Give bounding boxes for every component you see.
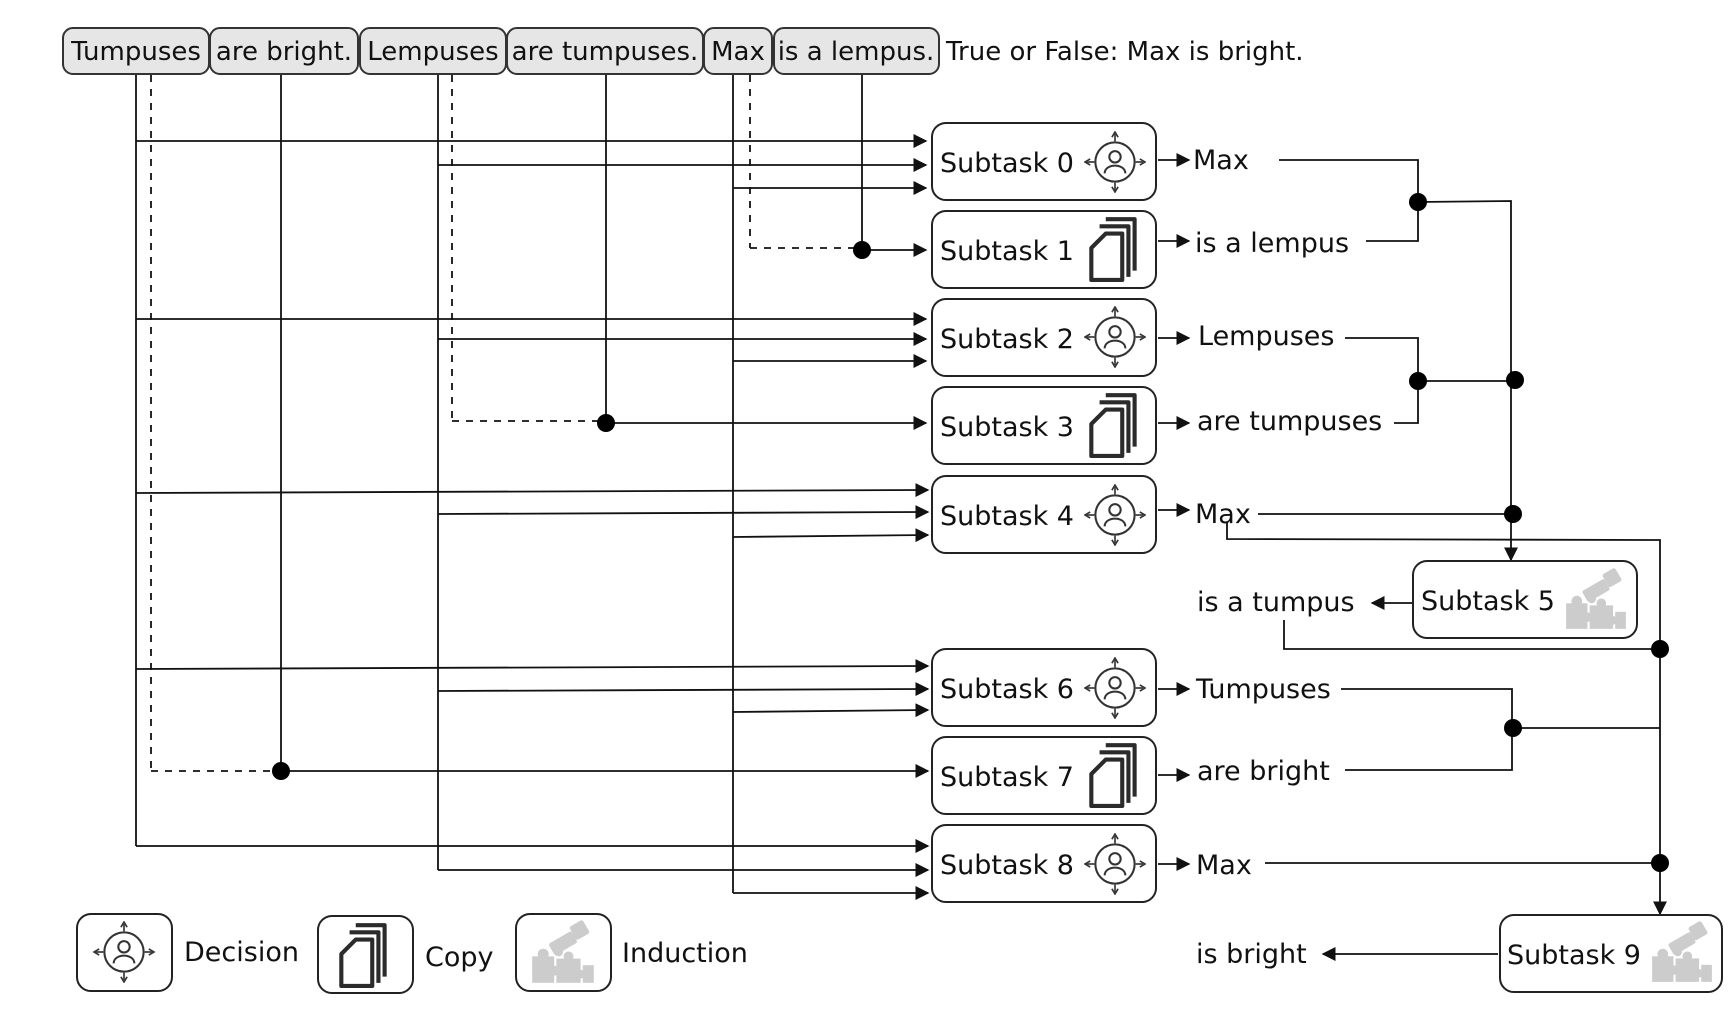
output-subtask-2: Lempuses xyxy=(1198,321,1334,352)
output-subtask-9: is bright xyxy=(1196,939,1307,970)
token-are-bright: are bright. xyxy=(216,37,352,67)
output-subtask-1: is a lempus xyxy=(1195,228,1349,259)
subtask-2-label: Subtask 2 xyxy=(940,324,1074,355)
token-are-tumpuses: are tumpuses. xyxy=(512,37,699,67)
subtask-2: Subtask 2 xyxy=(931,298,1157,377)
subtask-5: Subtask 5 xyxy=(1412,560,1638,639)
connector-lines xyxy=(135,75,1669,961)
question-text: True or False: Max is bright. xyxy=(945,37,1304,67)
legend-copy-label: Copy xyxy=(425,942,494,973)
subtask-9: Subtask 9 xyxy=(1499,914,1723,993)
token-max: Max xyxy=(711,37,765,67)
subtask-8: Subtask 8 xyxy=(931,824,1157,903)
subtask-8-label: Subtask 8 xyxy=(940,850,1074,881)
subtask-1-label: Subtask 1 xyxy=(940,236,1074,267)
subtask-3-label: Subtask 3 xyxy=(940,412,1074,443)
token-tumpuses: Tumpuses xyxy=(70,37,201,67)
legend: Decision Copy Induction xyxy=(76,913,748,994)
legend-induction-label: Induction xyxy=(622,938,748,969)
subtask-9-label: Subtask 9 xyxy=(1507,940,1641,971)
subtask-4: Subtask 4 xyxy=(931,475,1157,554)
subtask-6-label: Subtask 6 xyxy=(940,674,1074,705)
output-subtask-3: are tumpuses xyxy=(1197,406,1382,437)
subtask-6: Subtask 6 xyxy=(931,648,1157,727)
output-subtask-6: Tumpuses xyxy=(1195,674,1331,705)
subtask-7: Subtask 7 xyxy=(931,736,1157,815)
token-lempuses: Lempuses xyxy=(367,37,498,67)
legend-decision-label: Decision xyxy=(184,937,299,968)
subtask-nodes: Subtask 0 Subtask 1 Subtask 2 Subtask 3 … xyxy=(931,122,1723,993)
subtask-0-label: Subtask 0 xyxy=(940,148,1074,179)
subtask-5-label: Subtask 5 xyxy=(1421,586,1555,617)
subtask-outputs: Max is a lempus Lempuses are tumpuses Ma… xyxy=(1193,145,1382,970)
subtask-7-label: Subtask 7 xyxy=(940,762,1074,793)
subtask-0: Subtask 0 xyxy=(931,122,1157,201)
token-is-a-lempus: is a lempus. xyxy=(778,37,935,67)
subtask-1: Subtask 1 xyxy=(931,210,1157,289)
subtask-3: Subtask 3 xyxy=(931,386,1157,465)
output-subtask-0: Max xyxy=(1193,145,1249,176)
output-subtask-8: Max xyxy=(1196,850,1252,881)
output-subtask-7: are bright xyxy=(1197,756,1330,787)
subtask-4-label: Subtask 4 xyxy=(940,501,1074,532)
input-tokens: Tumpuses are bright. Lempuses are tumpus… xyxy=(62,27,1304,75)
output-subtask-5: is a tumpus xyxy=(1197,587,1355,618)
output-subtask-4: Max xyxy=(1195,499,1251,530)
